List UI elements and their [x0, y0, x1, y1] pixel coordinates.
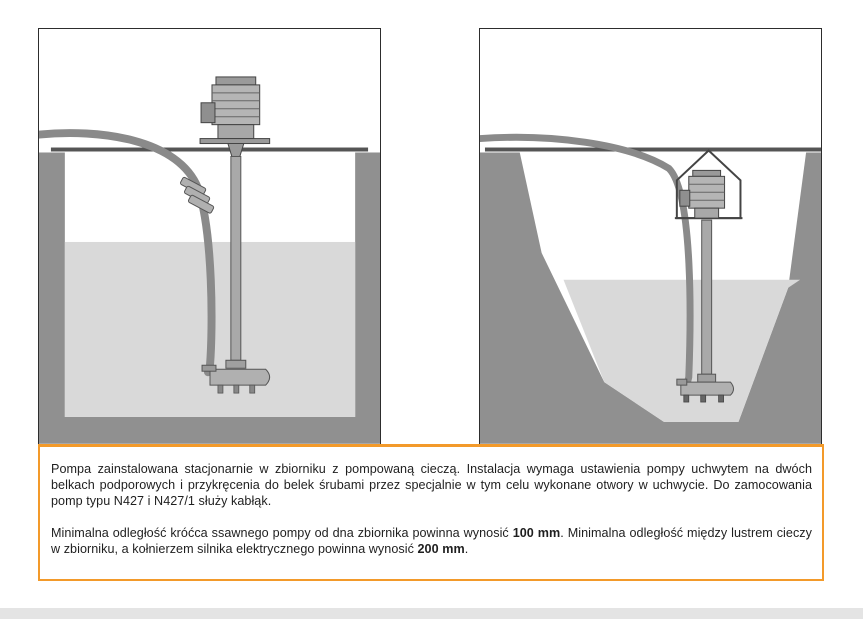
lifting-frame [675, 149, 742, 220]
liquid [563, 279, 801, 422]
distance-requirements: Minimalna odległość króćca ssawnego pomp… [51, 525, 812, 557]
installation-description: Pompa zainstalowana stacjonarnie w zbior… [51, 462, 812, 509]
support-beam [484, 147, 821, 152]
electric-motor [199, 76, 271, 145]
terminal-box [200, 102, 216, 124]
support-beam [50, 147, 369, 152]
pump-casing [201, 359, 271, 394]
min-flange-distance: 200 mm [417, 541, 465, 556]
terminal-box [679, 189, 691, 207]
pump-column [230, 155, 242, 361]
description-box: Pompa zainstalowana stacjonarnie w zbior… [38, 444, 824, 581]
rectangular-tank-drawing [39, 76, 380, 444]
footer-bar [0, 608, 863, 619]
requirement-text-1: Minimalna odległość króćca ssawnego pomp… [51, 525, 513, 540]
pump-column [701, 219, 713, 375]
trapezoidal-tank-drawing [480, 133, 821, 444]
requirement-text-3: . [464, 541, 469, 556]
electric-motor [679, 169, 726, 219]
min-suction-distance: 100 mm [512, 525, 561, 540]
trapezoidal-tank-illustration [479, 28, 822, 445]
motor-flange [199, 138, 271, 145]
requirement-text-2: . Minimalna odległość między lustrem cie… [51, 525, 812, 556]
pump-casing [676, 373, 735, 403]
discharge-hose [480, 133, 694, 389]
hose-coupling [180, 176, 215, 214]
rectangular-tank-illustration [38, 28, 381, 445]
